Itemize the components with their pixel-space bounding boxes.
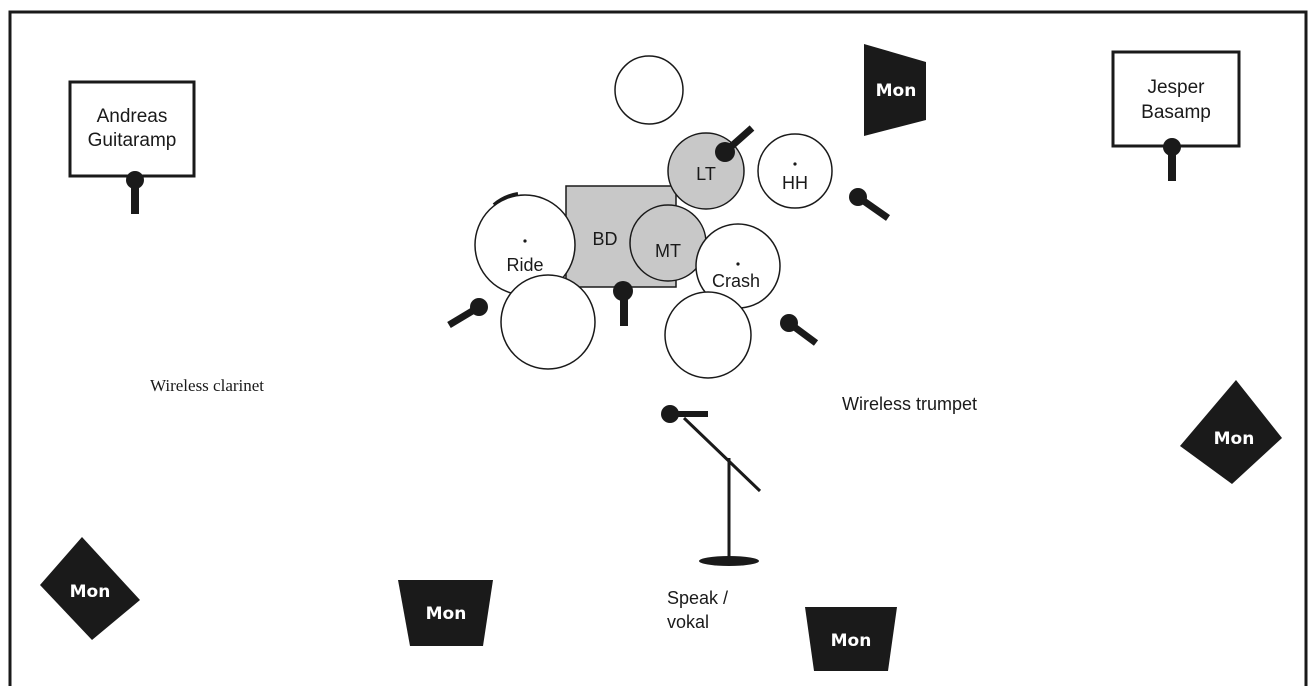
monitor-bottom-center: Mon bbox=[398, 580, 493, 646]
stage-border bbox=[8, 10, 1308, 686]
amp-type: Basamp bbox=[1141, 102, 1211, 123]
monitor-label: Mon bbox=[426, 604, 467, 624]
jesper-basamp: Jesper Basamp bbox=[1111, 50, 1241, 181]
drum-kit: BD Ride LT MT HH Crash bbox=[447, 55, 891, 379]
mid-tom-label: MT bbox=[655, 241, 681, 261]
monitor-right: Mon bbox=[1180, 380, 1282, 484]
microphone-icon bbox=[613, 281, 633, 326]
vocal-mic-stand bbox=[661, 405, 762, 566]
microphone-icon bbox=[849, 188, 891, 221]
monitor-bottom-right: Mon bbox=[805, 607, 897, 671]
crash-cymbal-label: Crash bbox=[712, 271, 760, 291]
speak-vokal-label-line2: vokal bbox=[667, 612, 709, 632]
microphone-icon bbox=[780, 314, 819, 346]
ride-cymbal-label: Ride bbox=[506, 255, 543, 275]
amp-box bbox=[68, 80, 196, 178]
floor-circle-right bbox=[664, 291, 752, 379]
amp-box bbox=[1111, 50, 1241, 148]
microphone-icon bbox=[447, 298, 488, 329]
hi-hat bbox=[757, 133, 833, 209]
wireless-trumpet-label: Wireless trumpet bbox=[842, 394, 977, 414]
microphone-icon bbox=[126, 171, 144, 214]
amp-name: Andreas bbox=[97, 106, 168, 127]
microphone-icon bbox=[715, 125, 755, 162]
monitor-label: Mon bbox=[831, 631, 872, 651]
monitor-label: Mon bbox=[1214, 429, 1255, 449]
bass-drum-label: BD bbox=[592, 229, 617, 249]
hi-hat-label: HH bbox=[782, 173, 808, 193]
monitor-label: Mon bbox=[70, 582, 111, 602]
low-tom-label: LT bbox=[696, 164, 716, 184]
monitor-top: Mon bbox=[864, 44, 926, 136]
cymbal-top bbox=[614, 55, 684, 125]
wireless-clarinet-label: Wireless clarinet bbox=[150, 376, 264, 395]
amp-type: Guitaramp bbox=[88, 130, 177, 151]
microphone-icon bbox=[1163, 138, 1181, 181]
floor-circle-left bbox=[500, 274, 596, 370]
monitor-label: Mon bbox=[876, 81, 917, 101]
speak-vokal-label-line1: Speak / bbox=[667, 588, 728, 608]
andreas-guitaramp: Andreas Guitaramp bbox=[68, 80, 196, 214]
monitor-bottom-left: Mon bbox=[40, 537, 140, 640]
amp-name: Jesper bbox=[1147, 77, 1205, 98]
